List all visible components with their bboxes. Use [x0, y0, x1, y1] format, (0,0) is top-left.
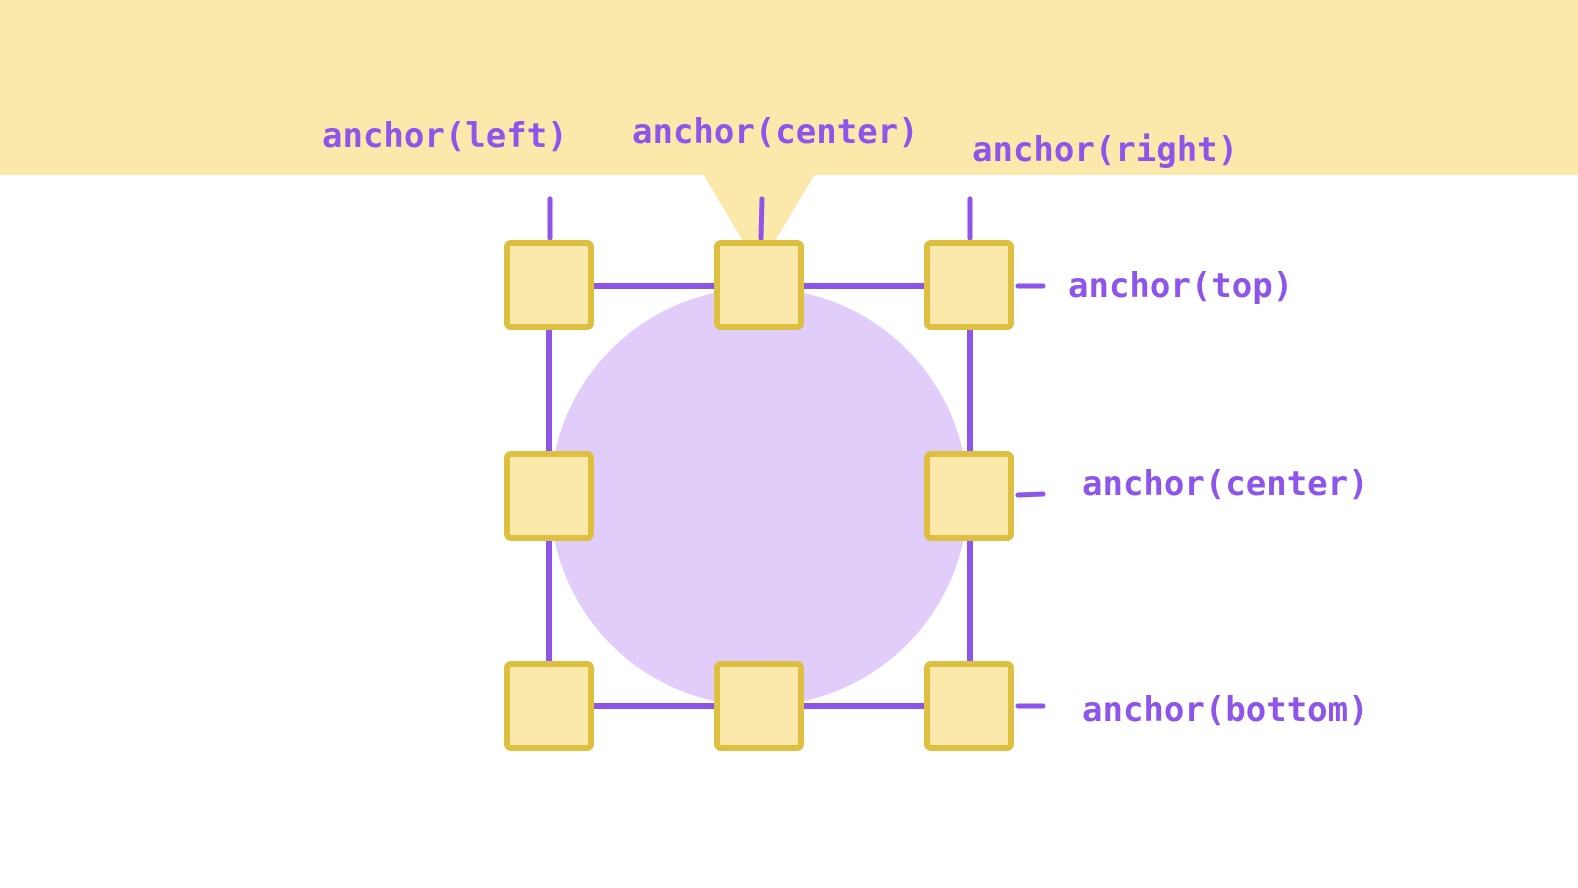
- label-anchor-bottom: anchor(bottom): [1082, 690, 1369, 730]
- handle-middle-right: [924, 451, 1014, 541]
- tick-center-h: [758, 196, 765, 241]
- anchor-circle: [550, 288, 968, 706]
- handle-bottom-right: [924, 661, 1014, 751]
- handle-bottom-left: [504, 661, 594, 751]
- label-anchor-top: anchor(top): [1068, 266, 1293, 306]
- handle-top-right: [924, 240, 1014, 330]
- handle-bottom-center: [714, 661, 804, 751]
- label-anchor-center-vertical: anchor(center): [1082, 464, 1369, 504]
- anchor-labels: anchor(left) anchor(center) anchor(right…: [322, 112, 1369, 730]
- banner-rect: [0, 0, 1578, 175]
- label-anchor-center-horizontal: anchor(center): [632, 112, 919, 152]
- popover-banner: [0, 0, 1578, 268]
- handle-middle-left: [504, 451, 594, 541]
- label-anchor-left: anchor(left): [322, 116, 568, 156]
- label-anchor-right: anchor(right): [972, 130, 1238, 170]
- handle-top-left: [504, 240, 594, 330]
- tick-center-v: [1015, 491, 1046, 498]
- handle-top-center: [714, 240, 804, 330]
- label-ticks: [547, 196, 1046, 709]
- anchor-handles: [504, 240, 1014, 751]
